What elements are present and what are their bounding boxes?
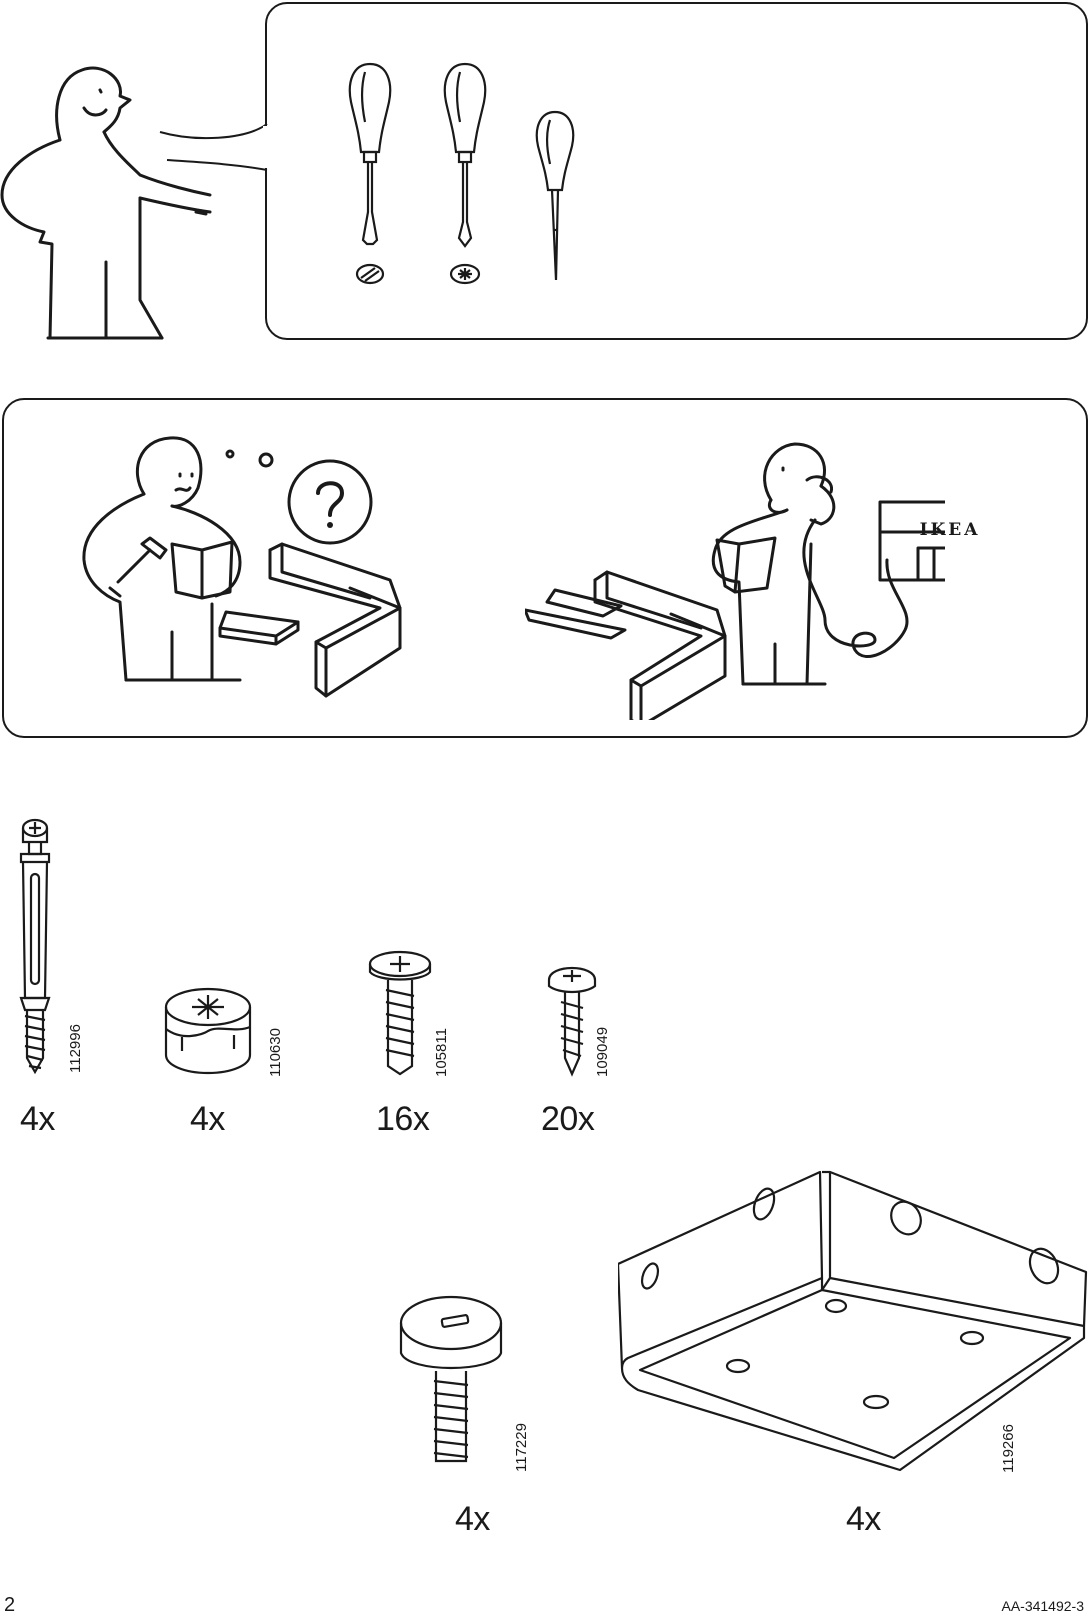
euro-screw-icon xyxy=(368,950,432,1076)
question-mark-icon xyxy=(287,459,373,545)
part-quantity: 4x xyxy=(20,1100,55,1138)
confused-man-icon xyxy=(82,436,402,698)
ikea-man-pointing-icon xyxy=(0,66,212,340)
part-cam-lock xyxy=(162,985,254,1075)
part-corner-bracket xyxy=(618,1168,1088,1473)
flathead-screwdriver-icon xyxy=(348,62,392,285)
phone-man-illustration xyxy=(525,440,945,720)
cam-dowel-icon xyxy=(19,818,51,1074)
tool-phillips xyxy=(440,62,490,292)
part-article-number: 112996 xyxy=(67,1024,84,1073)
part-quantity: 16x xyxy=(376,1100,430,1138)
store-sign: IKEA xyxy=(919,520,981,540)
tool-flathead xyxy=(345,62,395,292)
tool-awl xyxy=(532,110,582,285)
tools-panel xyxy=(265,2,1088,340)
part-article-number: 117229 xyxy=(513,1423,530,1472)
awl-icon xyxy=(535,110,575,281)
cam-lock-icon xyxy=(164,987,252,1075)
phillips-screwdriver-icon xyxy=(443,62,487,285)
part-article-number: 109049 xyxy=(594,1026,611,1077)
document-code: AA-341492-3 xyxy=(1001,1598,1084,1614)
page-number: 2 xyxy=(4,1594,16,1616)
corner-bracket-icon xyxy=(618,1170,1088,1472)
wood-screw-icon xyxy=(547,967,597,1077)
part-quantity: 4x xyxy=(455,1500,490,1538)
part-euro-screw xyxy=(368,950,432,1076)
part-quantity: 4x xyxy=(846,1500,881,1538)
tools-illustration xyxy=(0,0,1088,345)
man-calling-ikea-icon xyxy=(525,442,945,720)
part-wood-screw xyxy=(545,962,599,1077)
part-quantity: 4x xyxy=(190,1100,225,1138)
confused-man-illustration xyxy=(80,432,420,712)
leveling-foot-icon xyxy=(399,1295,503,1463)
part-article-number: 119266 xyxy=(1000,1424,1017,1473)
part-leveling-foot xyxy=(398,1293,504,1471)
part-article-number: 110630 xyxy=(267,1028,284,1077)
part-cam-dowel xyxy=(15,818,55,1074)
part-quantity: 20x xyxy=(541,1100,595,1138)
part-article-number: 105811 xyxy=(433,1028,450,1077)
callout-tail xyxy=(159,123,270,171)
question-mark-bubble xyxy=(285,457,375,547)
